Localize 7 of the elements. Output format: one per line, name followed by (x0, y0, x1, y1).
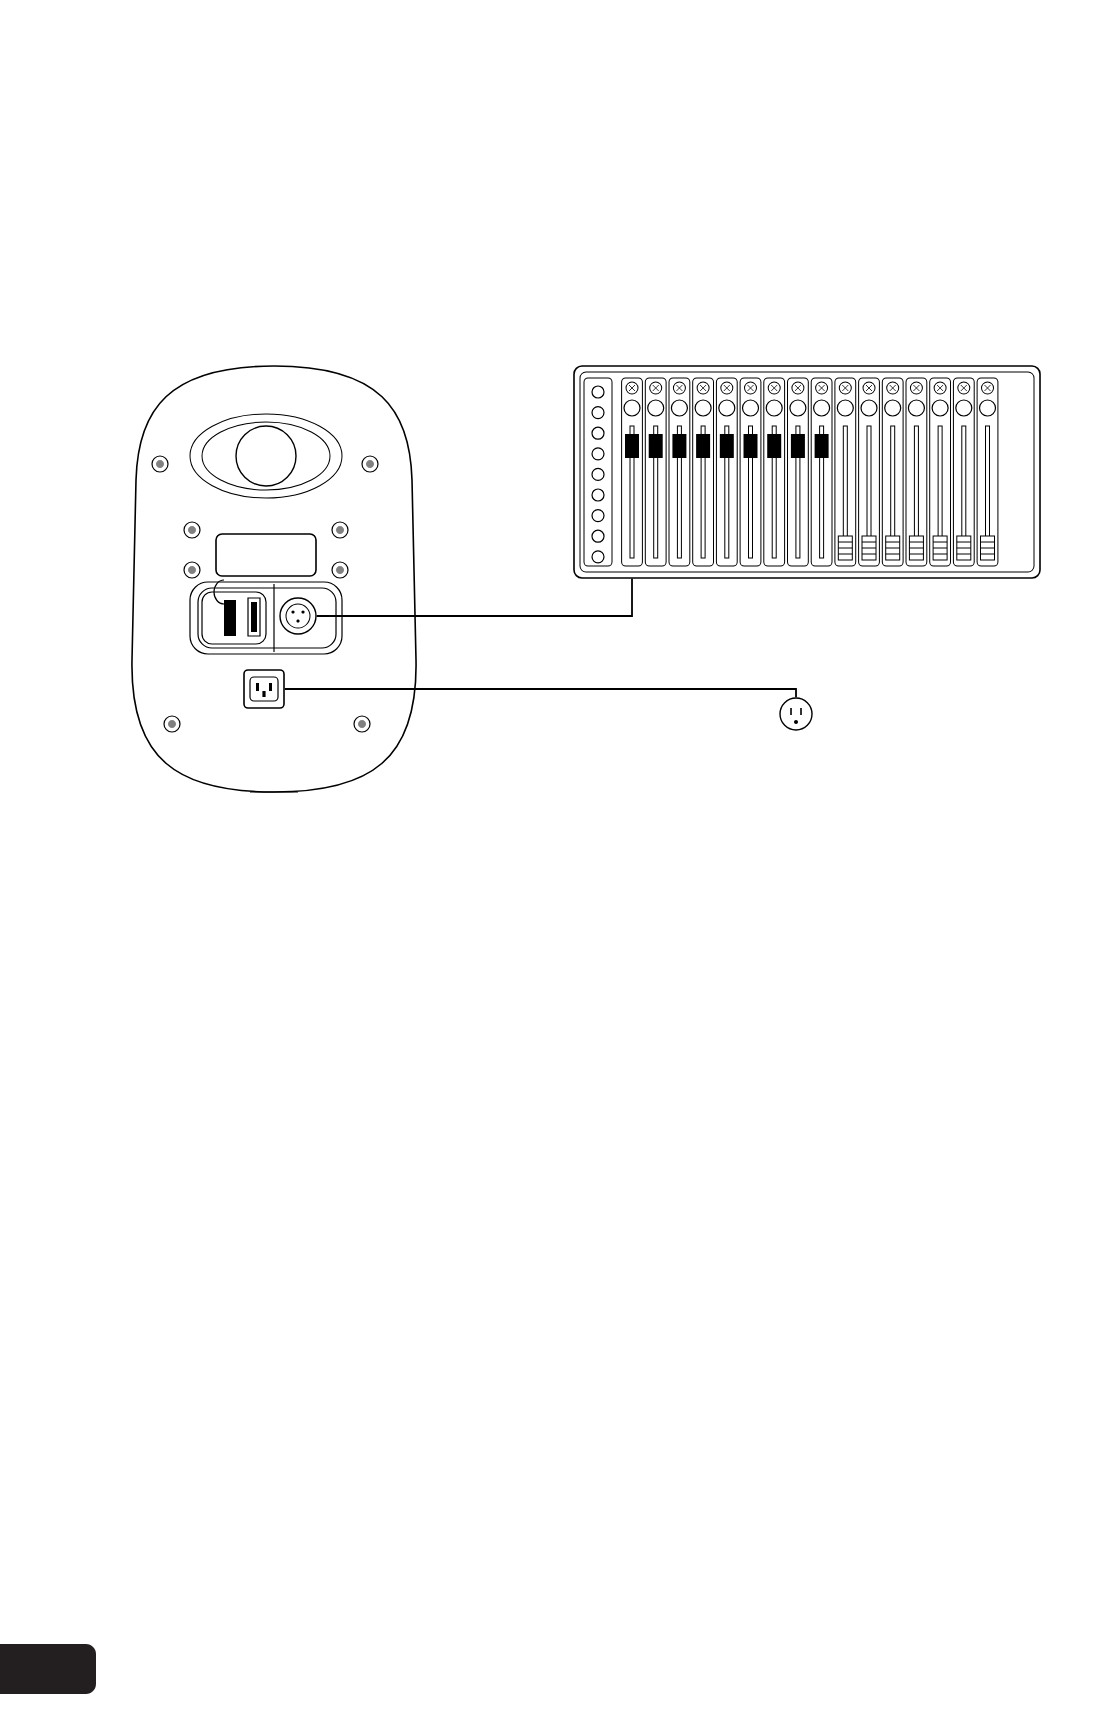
power-inlet (243, 669, 285, 709)
cable (315, 577, 633, 617)
cable (283, 688, 797, 699)
mixer-drawing (573, 365, 1041, 579)
jack-socket (279, 597, 317, 635)
wall-outlet (779, 697, 813, 731)
speaker-drawing (131, 365, 417, 793)
